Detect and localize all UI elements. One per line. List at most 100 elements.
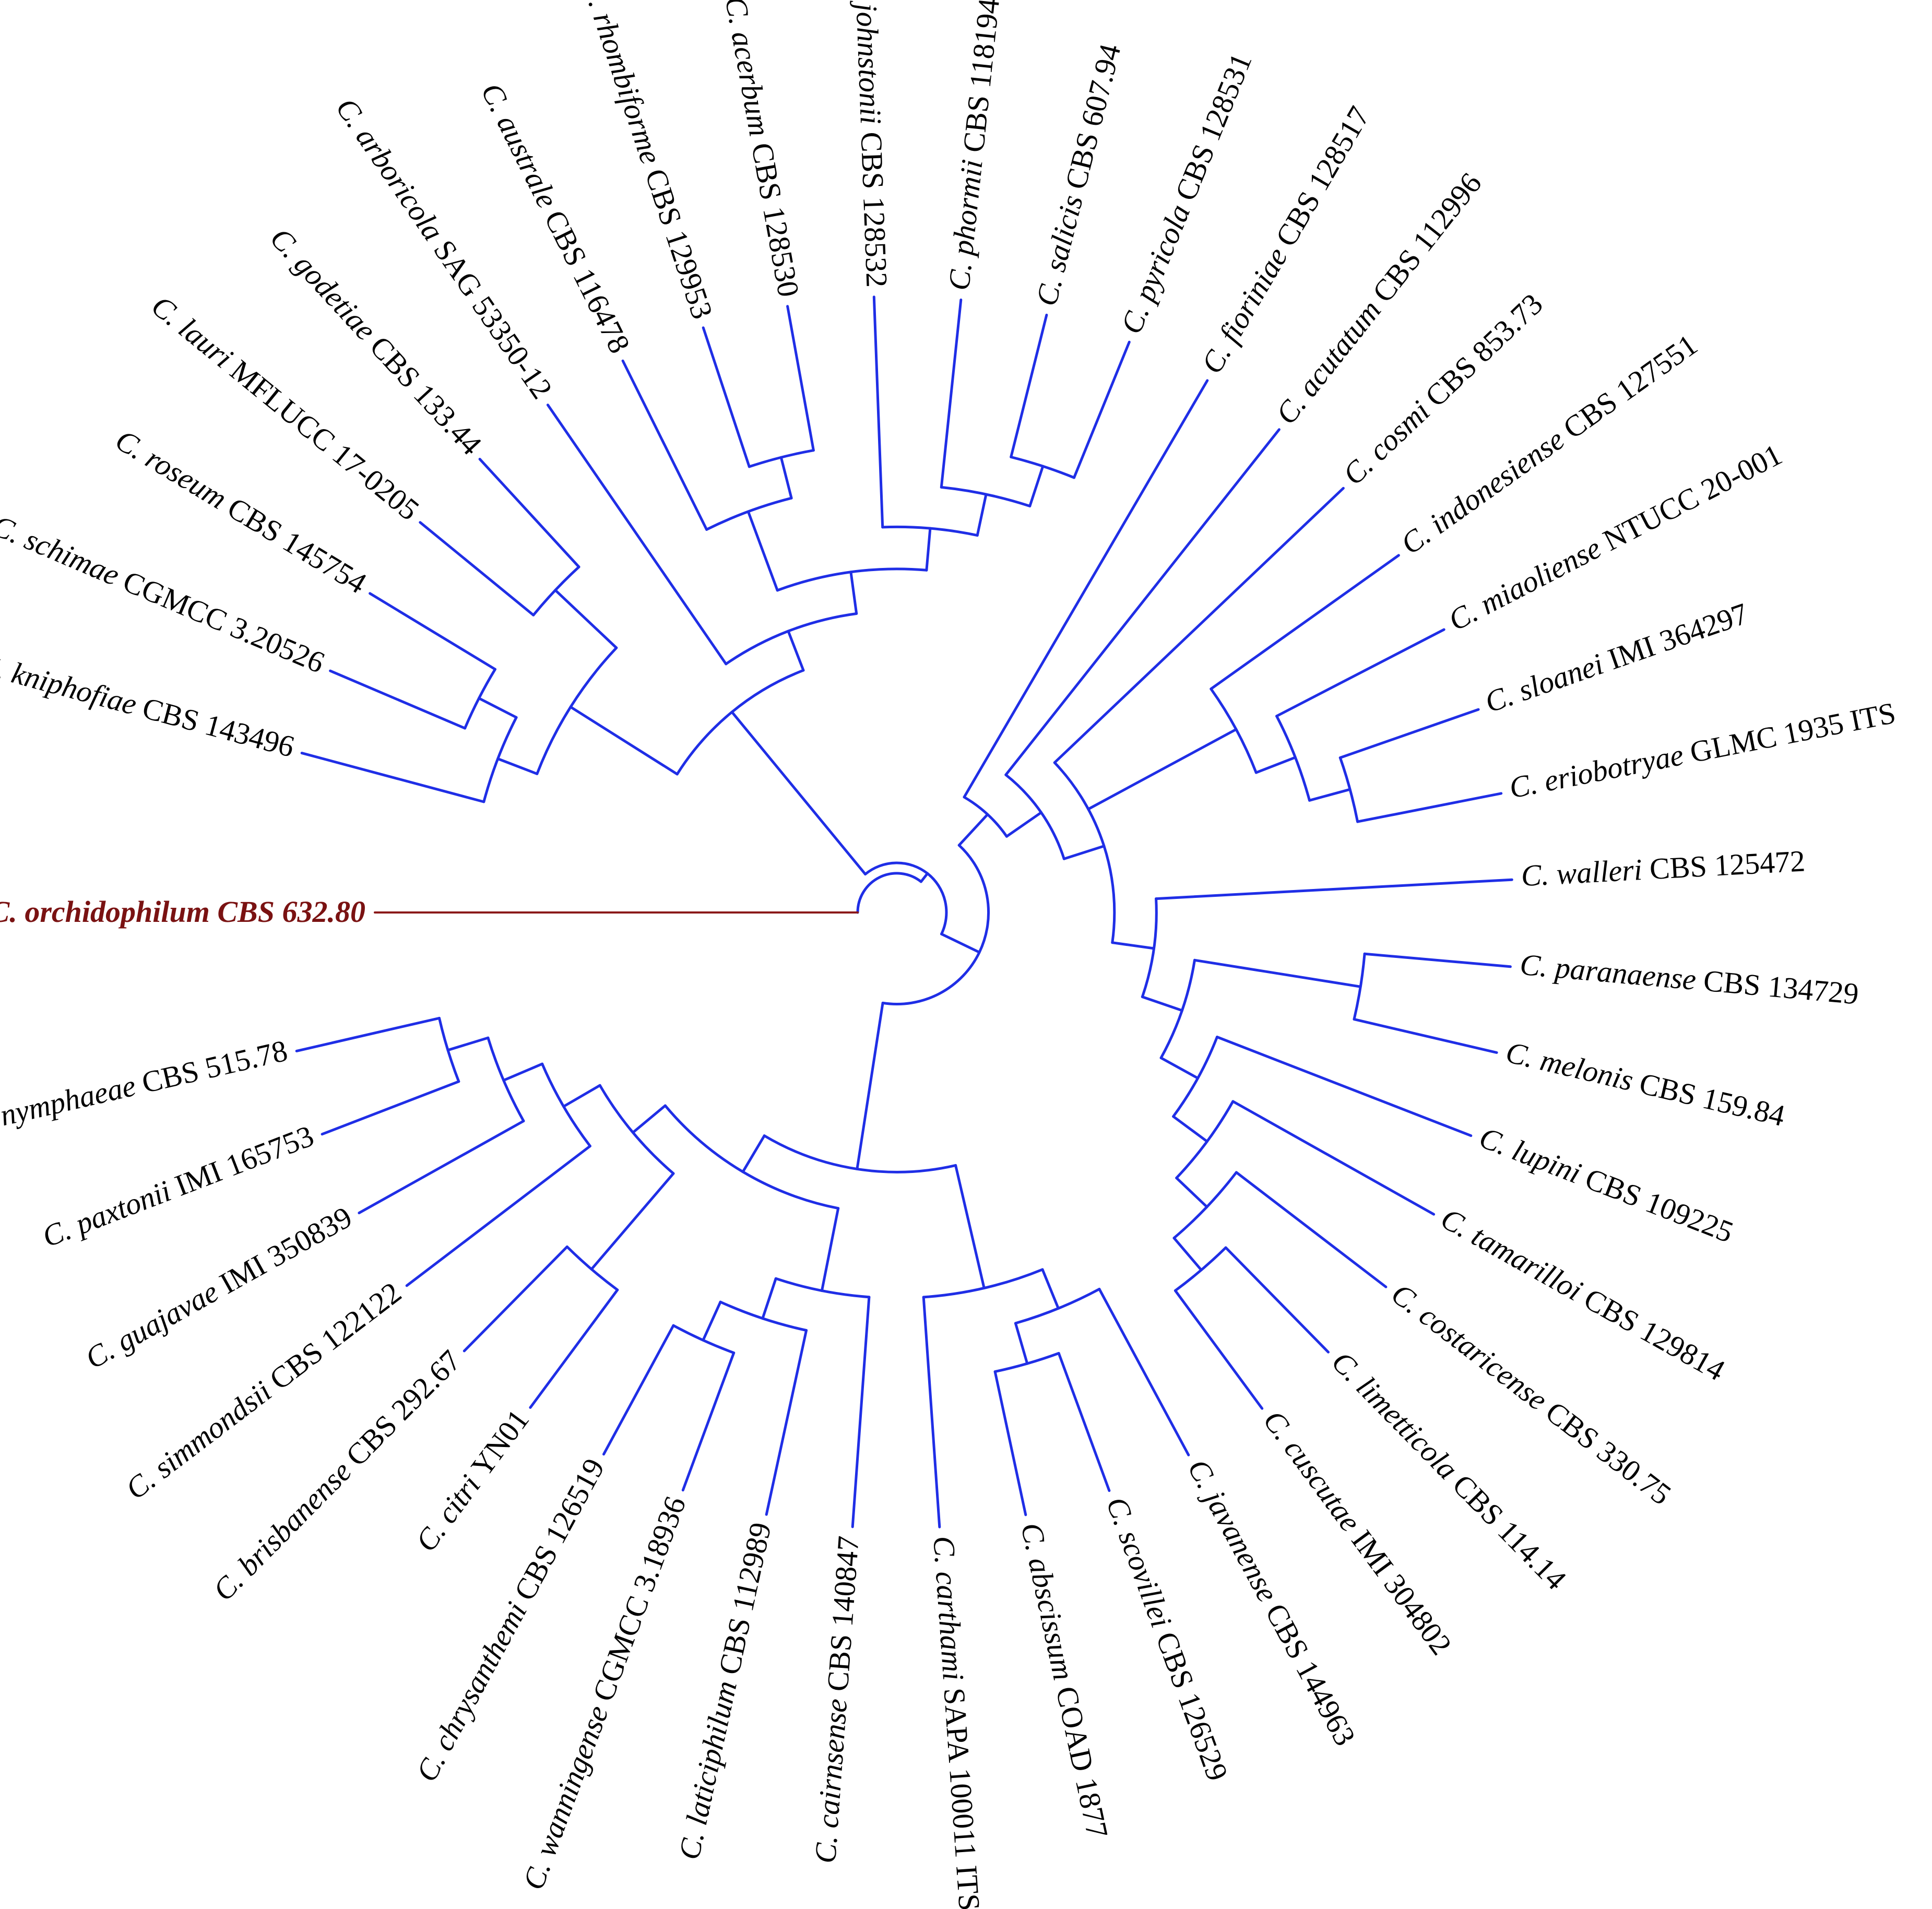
- taxon-genus: C.: [1507, 765, 1548, 805]
- taxon-strain: COAD 1877: [1049, 1683, 1115, 1841]
- taxon-epithet: walleri: [1556, 852, 1651, 891]
- taxon-label-abscissum: C. abscissum COAD 1877: [1014, 1520, 1115, 1841]
- branch-98: [851, 1296, 871, 1528]
- taxon-label-citri: C. citri YN01: [409, 1403, 536, 1558]
- arc-23: [705, 496, 793, 531]
- branch-80: [1224, 1246, 1330, 1354]
- taxon-label-carthami: C. carthami SAPA 100011 ITS: [927, 1535, 987, 1909]
- branch-86: [1041, 1268, 1060, 1310]
- branch-99: [761, 1277, 777, 1320]
- branch-53: [1254, 756, 1297, 774]
- taxon-strain: CBS 853.73: [1419, 287, 1549, 414]
- arc-57: [1338, 756, 1359, 823]
- arc-3: [675, 669, 805, 776]
- taxon-strain: SAPA 100011 ITS: [937, 1687, 987, 1909]
- taxon-epithet: eriobotryae: [1541, 736, 1693, 798]
- taxon-epithet: cuscutae: [1277, 1432, 1372, 1544]
- branch-19: [546, 404, 728, 666]
- taxon-epithet: simmondsii: [147, 1370, 283, 1485]
- taxon-epithet: rhombiforme: [586, 8, 670, 175]
- taxon-epithet: pyricola: [1127, 193, 1200, 308]
- arc-36: [1010, 456, 1075, 479]
- branch-20: [849, 571, 858, 615]
- branch-104: [681, 1351, 736, 1492]
- taxon-epithet: melonis: [1537, 1043, 1644, 1099]
- taxon-strain: CBS 125472: [1649, 844, 1806, 886]
- taxon-epithet: guajavae: [111, 1271, 231, 1359]
- taxon-epithet: indonesiense: [1424, 418, 1577, 540]
- branch-101: [765, 1329, 808, 1516]
- branch-22: [746, 510, 779, 592]
- taxon-label-sloanei: C. sloanei IMI 364297: [1480, 597, 1752, 720]
- branch-118: [446, 1036, 490, 1052]
- arc-119: [438, 1016, 460, 1083]
- taxon-strain: CBS 114.14: [1446, 1468, 1573, 1596]
- branch-59: [1356, 792, 1503, 823]
- branch-120: [321, 1080, 460, 1136]
- arc-7: [482, 716, 518, 803]
- branch-37: [1010, 313, 1048, 458]
- branch-12: [369, 592, 496, 671]
- taxon-genus: C.: [1520, 857, 1557, 893]
- branch-106: [632, 1104, 667, 1134]
- taxon-epithet: costaricense: [1413, 1298, 1560, 1422]
- arc-21: [776, 567, 928, 592]
- taxon-epithet: brisbanense: [231, 1449, 363, 1583]
- arc-95: [663, 1104, 840, 1210]
- branch-15: [419, 521, 535, 616]
- branch-121: [295, 1016, 441, 1052]
- taxon-genus: C.: [848, 0, 883, 4]
- taxon-epithet: tamarilloi: [1466, 1218, 1595, 1311]
- branch-62: [1155, 878, 1513, 900]
- branch-43: [963, 379, 1209, 799]
- taxon-label-johnstonii: C. johnstonii CBS 128532: [848, 0, 894, 288]
- branch-72: [1172, 1115, 1208, 1143]
- branch-50: [1087, 728, 1238, 811]
- taxon-strain: IMI 364297: [1604, 597, 1752, 677]
- arc-83: [763, 1134, 957, 1173]
- arc-113: [541, 1062, 591, 1147]
- branch-67: [1363, 952, 1512, 968]
- branch-44: [1005, 811, 1042, 838]
- arc-42: [963, 796, 1008, 838]
- taxon-epithet: paxtonii: [69, 1171, 183, 1242]
- branch-117: [358, 1120, 525, 1215]
- taxon-epithet: nymphaeae: [0, 1067, 146, 1133]
- branch-25: [779, 456, 793, 500]
- branch-89: [1014, 1322, 1029, 1365]
- taxon-label-laticiphilum: C. laticiphilum CBS 112989: [672, 1520, 778, 1863]
- taxon-epithet: australe: [490, 110, 568, 220]
- taxon-epithet: paranaense: [1552, 950, 1705, 997]
- arc-66: [1353, 952, 1366, 1021]
- branch-77: [1235, 1171, 1388, 1288]
- taxon-strain: CBS 128531: [1168, 49, 1259, 206]
- taxon-genus: C.: [1503, 1035, 1545, 1076]
- branch-96: [820, 1207, 840, 1293]
- branch-56: [1308, 788, 1352, 802]
- taxon-genus: C.: [672, 1821, 713, 1863]
- taxon-strain: NTUCC 20-001: [1598, 437, 1787, 558]
- arc-64: [1159, 958, 1196, 1060]
- branch-0: [919, 872, 929, 883]
- arc-70: [1172, 1036, 1218, 1118]
- branch-102: [702, 1300, 722, 1342]
- branch-81: [1174, 1289, 1264, 1410]
- taxon-label-nymphaeae: C. nymphaeae CBS 515.78: [0, 1034, 291, 1141]
- branch-105: [602, 1324, 675, 1456]
- arc-61: [1141, 897, 1158, 999]
- taxon-strain: IMI 165753: [170, 1119, 318, 1203]
- taxon-label-kniphofiae: C. kniphofiae CBS 143496: [0, 647, 298, 764]
- branch-41: [957, 813, 989, 847]
- taxon-strain: CBS 159.84: [1636, 1066, 1788, 1133]
- branch-74: [1231, 1100, 1436, 1216]
- taxon-label-phormii: C. phormii CBS 118194: [942, 0, 1006, 292]
- arc-51: [1210, 687, 1258, 774]
- arc-103: [672, 1324, 736, 1355]
- arc-73: [1175, 1100, 1235, 1180]
- branch-38: [1073, 340, 1131, 479]
- branch-8: [300, 752, 485, 803]
- taxon-epithet: fioriniae: [1213, 235, 1298, 349]
- taxon-label-eriobotryae: C. eriobotryae GLMC 1935 ITS: [1507, 696, 1899, 805]
- arc-48: [1053, 761, 1116, 944]
- taxon-strain: CBS 118194: [956, 0, 1006, 154]
